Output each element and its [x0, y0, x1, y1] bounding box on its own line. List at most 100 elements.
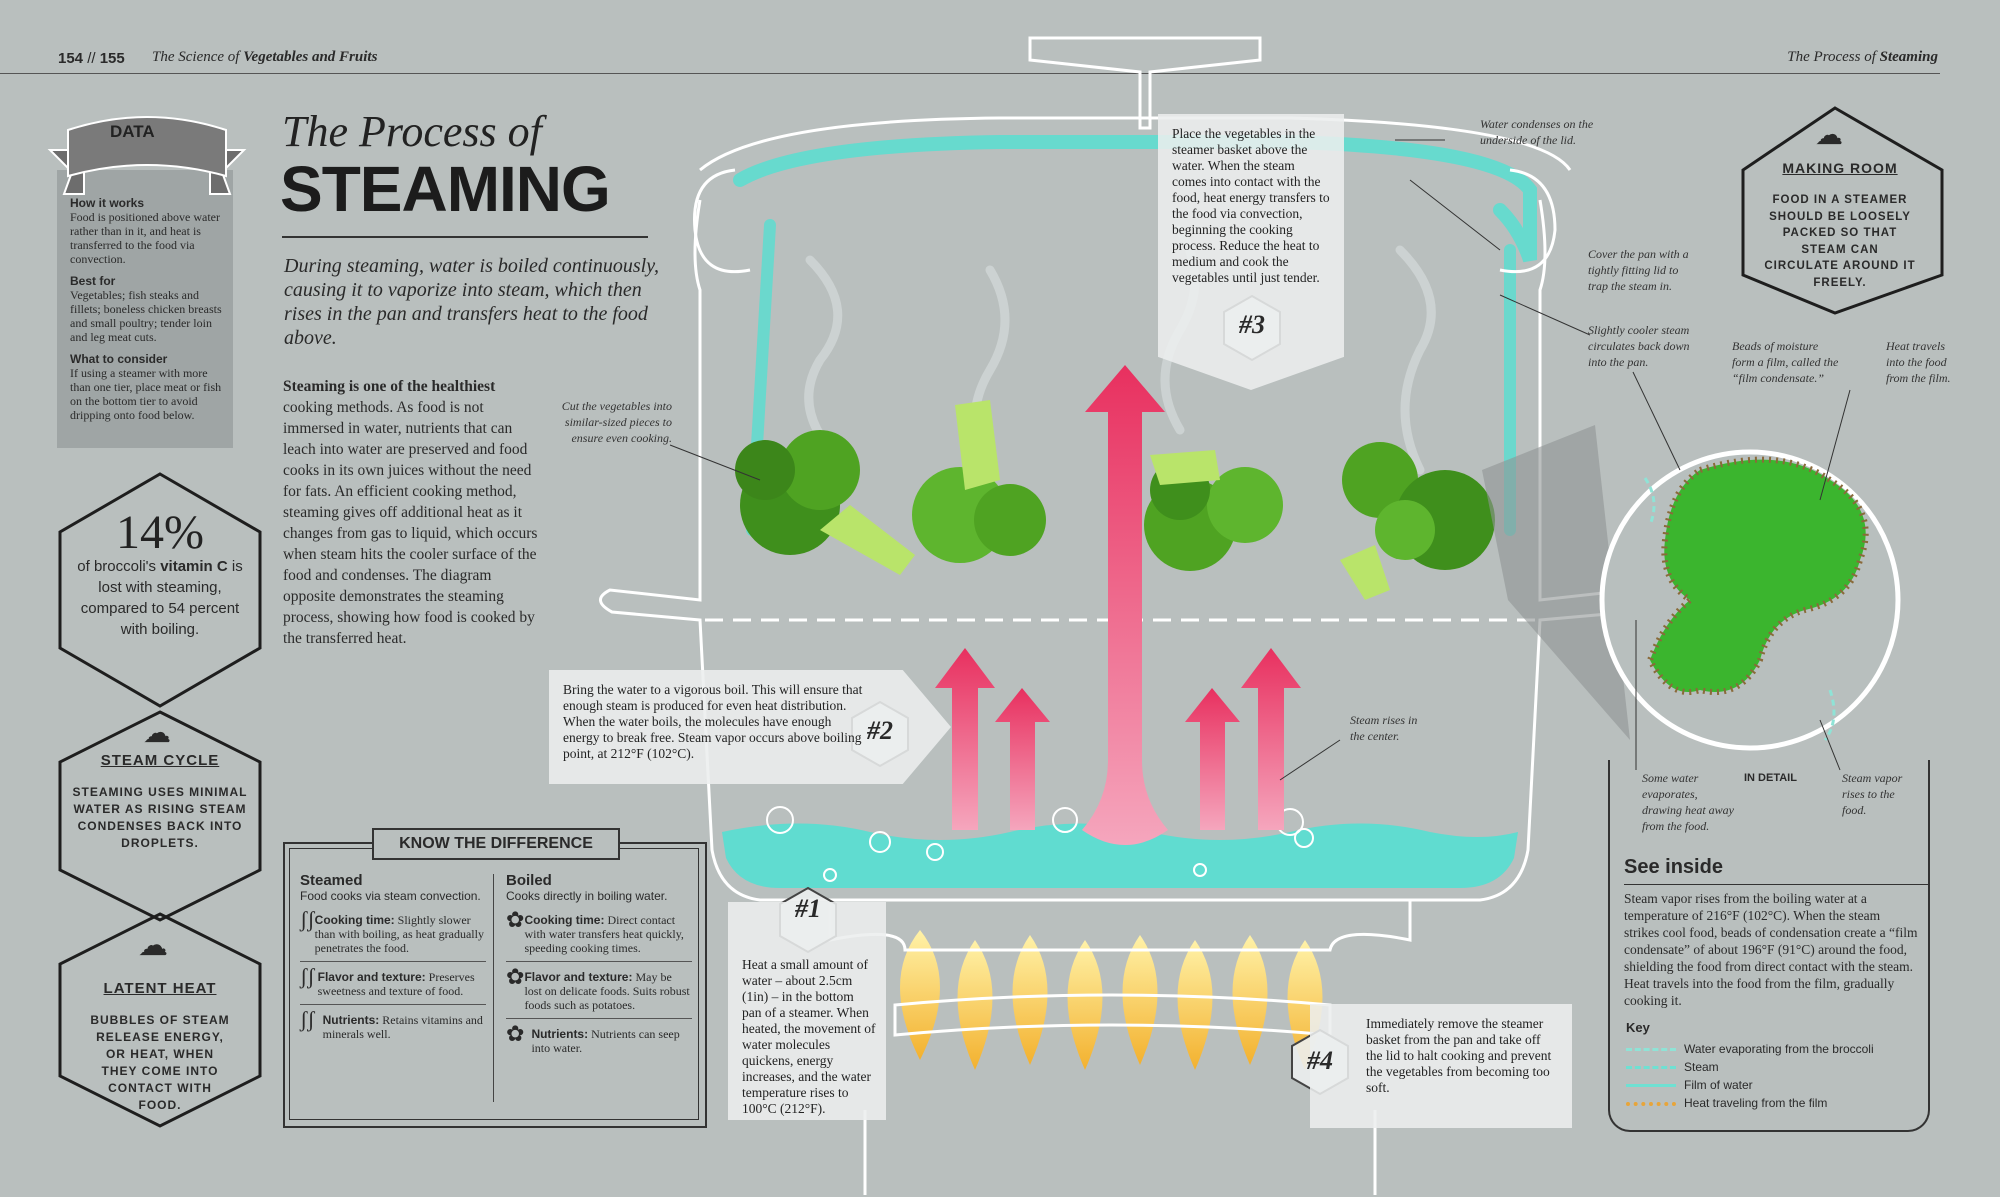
title-rule: [282, 236, 648, 238]
broccoli-icon: ☁: [143, 718, 171, 749]
note-condense: Water condenses on the underside of the …: [1480, 117, 1594, 147]
boiled-heading: Boiled: [506, 872, 552, 889]
section-title-main: Steaming: [1879, 49, 1938, 65]
key-item: Heat traveling from the film: [1626, 1094, 1874, 1112]
key-label: Heat traveling from the film: [1684, 1096, 1828, 1110]
stat-caption: of broccoli's vitamin C is lost with ste…: [72, 556, 248, 640]
body-main: cooking methods. As food is not immersed…: [283, 399, 538, 647]
step2-card: Bring the water to a vigorous boil. This…: [549, 670, 951, 784]
broccoli-3: [1144, 450, 1283, 571]
bubbles-icon: ✿: [506, 1021, 525, 1046]
see-inside-panel: [1608, 760, 1930, 1132]
pan-lid: [699, 116, 1572, 172]
step1-number: #1: [795, 894, 821, 923]
body-lead: Steaming is one of the healthiest: [283, 378, 496, 395]
steamed-item: ʃʃ Nutrients: Retains vitamins and miner…: [300, 1007, 486, 1042]
steam-cycle-title: STEAM CYCLE: [100, 752, 220, 769]
making-room-title: MAKING ROOM: [1782, 160, 1898, 176]
step2-text: Bring the water to a vigorous boil. This…: [563, 682, 863, 761]
note-vapor: Steam vapor rises to the food.: [1842, 771, 1903, 817]
boiled-item: ✿ Cooking time: Direct contact with wate…: [506, 907, 692, 962]
key-item: Water evaporating from the broccoli: [1626, 1040, 1874, 1058]
key-swatch-evaporating: [1626, 1048, 1676, 1052]
data-heading-best: Best for: [70, 274, 116, 288]
pan-rim-right: [1499, 168, 1557, 274]
book-title: The Science of Vegetables and Fruits: [152, 49, 377, 66]
note-cover: Cover the pan with a tightly fitting lid…: [1588, 247, 1689, 293]
leader-lines: [669, 139, 1851, 781]
step1-card: Heat a small amount of water – about 2.5…: [728, 902, 886, 1120]
see-inside-rule: [1624, 884, 1928, 885]
page-numbers: 154 // 155: [58, 50, 125, 67]
key-title: Key: [1626, 1020, 1650, 1035]
data-text-consider: If using a steamer with more than one ti…: [70, 366, 222, 422]
boiled-item-label: Nutrients:: [531, 1027, 589, 1041]
book-title-main: Vegetables and Fruits: [243, 49, 378, 65]
steamed-item-text: Slightly slower than with boiling, as he…: [314, 913, 484, 955]
broccoli-1: [735, 430, 915, 575]
hex-steam-cycle: [58, 710, 262, 922]
step2-number: #2: [867, 716, 893, 745]
note-travels: Heat travels into the food from the film…: [1886, 339, 1951, 385]
step4-card: Immediately remove the steamer basket fr…: [1310, 1004, 1572, 1128]
data-sections: How it works Food is positioned above wa…: [70, 196, 226, 422]
pan-body: [599, 199, 1643, 902]
lid-handle: [1028, 36, 1262, 130]
boiled-item-text: Nutrients can seep into water.: [531, 1027, 680, 1055]
data-banner-label: DATA: [110, 122, 155, 141]
section-title: The Process of Steaming: [1787, 49, 1938, 66]
bubbles-icon: ✿: [506, 907, 525, 932]
lid-condensation: [733, 135, 1537, 263]
page-separator: //: [87, 50, 96, 67]
header-rule: [0, 73, 1940, 74]
boiled-item-label: Flavor and texture:: [524, 970, 633, 984]
step4-number: #4: [1307, 1046, 1333, 1075]
boiled-item-text: May be lost on delicate foods. Suits rob…: [524, 970, 690, 1012]
body-text: Steaming is one of the healthiest cookin…: [283, 376, 543, 649]
left-hexagons: [58, 472, 262, 708]
see-inside-title: See inside: [1624, 856, 1723, 878]
key-item: Steam: [1626, 1058, 1874, 1076]
data-heading-how: How it works: [70, 196, 145, 210]
title-line2: STEAMING: [280, 153, 611, 225]
key-swatch-film: [1626, 1084, 1676, 1088]
note-cut: Cut the vegetables into similar-sized pi…: [561, 399, 672, 445]
boiling-water: [722, 823, 1518, 888]
steamed-item: ʃʃ Cooking time: Slightly slower than wi…: [300, 907, 486, 962]
note-evaporates: Some water evaporates, drawing heat away…: [1642, 771, 1734, 833]
boiled-item: ✿ Flavor and texture: May be lost on del…: [506, 964, 692, 1019]
boiled-sub: Cooks directly in boiling water.: [506, 889, 668, 903]
boiled-column: Boiled Cooks directly in boiling water. …: [506, 872, 692, 1055]
making-room-text: FOOD IN A STEAMER SHOULD BE LOOSELY PACK…: [1764, 194, 1916, 289]
steam-icon: ʃʃ: [300, 964, 315, 989]
steam-icon: ʃʃ: [300, 907, 315, 932]
section-title-prefix: The Process of: [1787, 49, 1876, 65]
steam-icon: ʃʃ: [300, 1007, 315, 1032]
data-banner: [47, 116, 247, 195]
note-beads: Beads of moisture form a film, called th…: [1732, 339, 1839, 385]
steamed-item-text: Preserves sweetness and texture of food.: [317, 970, 475, 998]
pan-rim-left: [693, 168, 751, 274]
step3-card: Place the vegetables in the steamer bask…: [1158, 114, 1344, 390]
bubbles-icon: ✿: [506, 964, 525, 989]
step3-text: Place the vegetables in the steamer bask…: [1172, 126, 1330, 285]
data-text-best: Vegetables; fish steaks and fillets; bon…: [70, 288, 222, 344]
hex-latent-heat: [58, 912, 262, 1128]
step1-text: Heat a small amount of water – about 2.5…: [742, 957, 876, 1116]
key-item: Film of water: [1626, 1076, 1874, 1094]
hex-making-room: [1741, 106, 1944, 315]
broccoli-florets: [735, 400, 1495, 600]
key-list: Water evaporating from the broccoli Stea…: [1626, 1040, 1874, 1112]
note-rises: Steam rises in the center.: [1350, 713, 1418, 743]
data-text-how: Food is positioned above water rather th…: [70, 210, 220, 266]
diff-divider: [493, 874, 494, 1102]
know-difference-title: KNOW THE DIFFERENCE: [372, 828, 620, 860]
key-swatch-steam: [1626, 1066, 1676, 1070]
latent-heat-title: LATENT HEAT: [103, 980, 217, 997]
steamed-item-label: Cooking time:: [314, 913, 395, 927]
see-inside-text: Steam vapor rises from the boiling water…: [1624, 891, 1918, 1008]
steam-arrows: [935, 365, 1301, 845]
stat-bold: vitamin C: [160, 558, 228, 575]
page-number-left: 154: [58, 50, 84, 67]
